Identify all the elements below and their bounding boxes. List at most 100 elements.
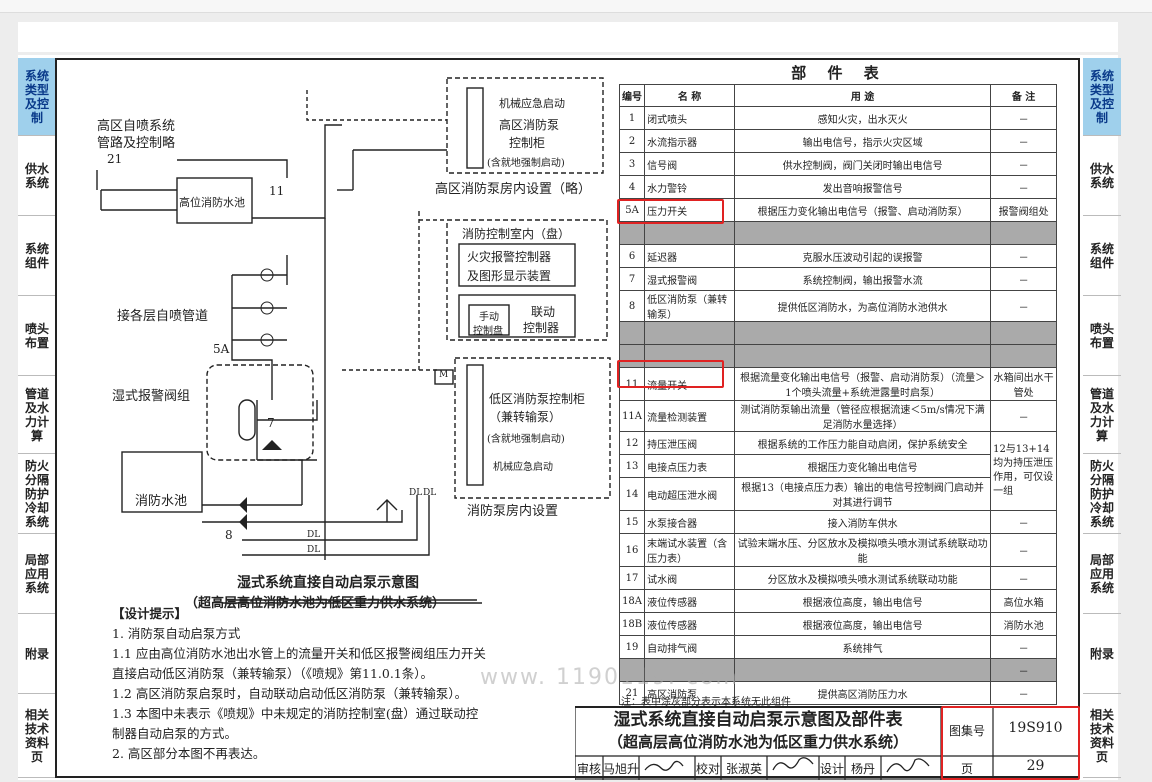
left-tab-references[interactable]: 相关技术资料页 (18, 694, 56, 778)
right-tab-references[interactable]: 相关技术资料页 (1083, 694, 1121, 778)
tab-label: 相关技术资料页 (24, 707, 49, 764)
cell-use: 系统控制阀，输出报警水流 (734, 267, 992, 291)
fire-alarm-controller-line2: 及图形显示装置 (467, 269, 552, 283)
cell-name: 湿式报警阀 (644, 267, 736, 291)
tab-label: 系统类型及控制 (24, 68, 49, 125)
cell-no: 1 (618, 106, 646, 130)
cell-note: － (990, 400, 1058, 432)
cell-use: 发出音响报警信号 (734, 175, 992, 199)
note-line: 【设计提示】 (112, 606, 188, 621)
right-tab-water-supply[interactable]: 供水系统 (1083, 136, 1121, 216)
cell-use: 接入消防车供水 (734, 510, 992, 534)
blank-row (618, 221, 1058, 245)
dl-label-3: DL (409, 488, 423, 498)
left-tab-piping[interactable]: 管道及水力计算 (18, 376, 56, 454)
tag-8: 8 (225, 528, 233, 542)
cell-no: 13 (618, 454, 646, 478)
page-number: 29 (1026, 758, 1045, 774)
drawing-frame (55, 58, 1080, 778)
left-tab-local[interactable]: 局部应用系统 (18, 534, 56, 614)
cell-no: 2 (618, 129, 646, 153)
cell-no: 4 (618, 175, 646, 199)
design-notes: 【设计提示】 1. 消防泵自动启泵方式 1.1 应由高位消防水池出水管上的流量开… (112, 604, 582, 764)
fire-alarm-controller-line1: 火灾报警控制器 (467, 250, 552, 264)
cell-use (734, 221, 992, 245)
header-no: 编号 (618, 84, 646, 107)
low-cabinet-line3: (含就地强制启动) (487, 434, 565, 445)
high-pump-room-label: 高区消防泵房内设置（略） (435, 182, 592, 197)
cell-use: 提供高区消防压力水 (734, 681, 992, 705)
checker-signature (772, 757, 814, 771)
high-zone-label2: 管路及控制略 (97, 136, 176, 151)
cell-name: 液位传感器 (644, 612, 736, 636)
cell-no: 3 (618, 152, 646, 176)
cell-name: 液位传感器 (644, 589, 736, 613)
cell-use: 试验末端水压、分区放水及模拟喷头喷水测试系统联动功能 (734, 533, 992, 567)
right-tab-components[interactable]: 系统组件 (1083, 216, 1121, 296)
cell-note: － (990, 244, 1058, 268)
cell-no (618, 321, 646, 345)
fire-pool-shape (121, 451, 203, 513)
cell-name: 水流指示器 (644, 129, 736, 153)
header-use: 用 途 (734, 84, 992, 107)
tab-label: 局部应用系统 (1089, 552, 1114, 595)
cell-no: 11 (618, 367, 646, 401)
tab-label: 附录 (1089, 646, 1114, 661)
low-pump-room-label: 消防泵房内设置 (467, 504, 559, 519)
cell-note (990, 221, 1058, 245)
cell-note: － (990, 533, 1058, 567)
right-tab-sprinkler[interactable]: 喷头布置 (1083, 296, 1121, 376)
manual-panel-line1: 手动 (479, 312, 499, 323)
cell-name: 电接点压力表 (644, 454, 736, 478)
high-zone-label: 高区自喷系统 (97, 119, 176, 134)
high-tank-label: 高位消防水池 (179, 196, 245, 209)
right-tab-appendix[interactable]: 附录 (1083, 614, 1121, 694)
atlas-number: 19S910 (1008, 720, 1063, 736)
highlight-atlas-page (941, 706, 1080, 780)
cell-name: 试水阀 (644, 566, 736, 590)
left-tab-appendix[interactable]: 附录 (18, 614, 56, 694)
cell-name: 电动超压泄水阀 (644, 477, 736, 511)
blank-row (618, 344, 1058, 368)
tab-label: 喷头布置 (1089, 321, 1114, 350)
left-tab-fire-separation[interactable]: 防火分隔防护冷却系统 (18, 454, 56, 534)
cell-note (990, 321, 1058, 345)
cell-name (644, 221, 736, 245)
tab-label: 系统类型及控制 (1089, 68, 1114, 125)
cell-use (734, 658, 992, 682)
right-tab-local[interactable]: 局部应用系统 (1083, 534, 1121, 614)
drawing-main-title: 湿式系统直接自动启泵示意图 (237, 575, 419, 591)
tab-label: 相关技术资料页 (1089, 707, 1114, 764)
cell-name: 信号阀 (644, 152, 736, 176)
cell-note: － (990, 175, 1058, 199)
cell-note: 消防水池 (990, 612, 1058, 636)
note-line: 1. 消防泵自动启泵方式 (112, 626, 241, 641)
cell-note: － (990, 290, 1058, 322)
title-line1: 湿式系统直接自动启泵示意图及部件表 (613, 710, 903, 730)
left-tab-sprinkler[interactable]: 喷头布置 (18, 296, 56, 376)
right-tab-piping[interactable]: 管道及水力计算 (1083, 376, 1121, 454)
cell-note: － (990, 129, 1058, 153)
tag-5a: 5A (213, 342, 230, 356)
left-tab-components[interactable]: 系统组件 (18, 216, 56, 296)
cell-use: 根据压力变化输出电信号 (734, 454, 992, 478)
left-tab-type-control[interactable]: 系统类型及控制 (18, 58, 56, 136)
cell-use: 提供低区消防水，为高位消防水池供水 (734, 290, 992, 322)
right-tab-type-control[interactable]: 系统类型及控制 (1083, 58, 1121, 136)
right-tab-fire-separation[interactable]: 防火分隔防护冷却系统 (1083, 454, 1121, 534)
parts-table-title: 部 件 表 (791, 64, 887, 82)
blank-row (618, 321, 1058, 345)
cell-use: 测试消防泵输出流量（管径应根据流速＜5m/s情况下满足消防水量选择） (734, 400, 992, 432)
low-cabinet-line1: 低区消防泵控制柜 (489, 392, 586, 406)
review-name: 马旭升 (603, 762, 640, 776)
left-tab-water-supply[interactable]: 供水系统 (18, 136, 56, 216)
cell-no: 18A (618, 589, 646, 613)
